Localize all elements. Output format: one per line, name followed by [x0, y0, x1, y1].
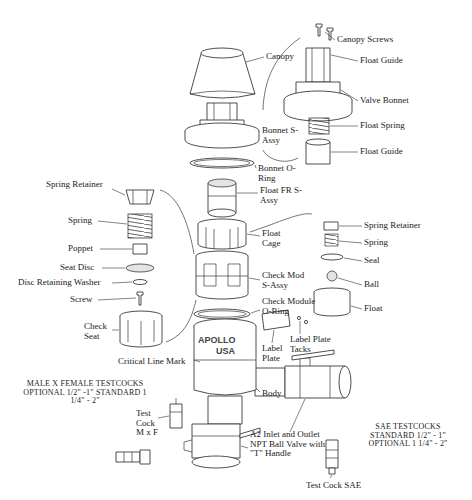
part-label: Critical Line Mark	[118, 357, 185, 367]
size-note: SAE TESTCOCKS STANDARD 1/2" - 1" OPTIONA…	[352, 423, 464, 449]
part-label: Screw	[70, 295, 93, 305]
part-label: Float Cage	[262, 229, 296, 248]
part-label: Body	[262, 389, 282, 399]
part-label: Canopy Screws	[337, 35, 393, 45]
part-label: Float FR S-Assy	[260, 186, 306, 205]
part-label: Float Guide	[360, 56, 403, 66]
part-label: Seat Disc	[60, 263, 94, 273]
part-label: Bonnet S-Assy	[262, 126, 302, 145]
bonnet-sub-assembly	[185, 103, 259, 148]
part-label: Canopy	[266, 52, 294, 62]
bonnet-o-ring	[190, 158, 254, 168]
part-label: Check Mod S-Assy	[262, 271, 312, 290]
valve-bonnet-detail	[284, 48, 352, 121]
float-spring	[309, 118, 329, 134]
part-label: Check Seat	[84, 322, 112, 341]
part-label: Float	[364, 304, 383, 314]
part-label: Float Spring	[360, 121, 405, 131]
test-cock-sae	[326, 440, 338, 474]
part-label: Spring Retainer	[46, 180, 103, 190]
part-label: Spring	[68, 216, 92, 226]
leader-lines	[98, 32, 362, 478]
part-label: Check Module O-Ring	[262, 297, 322, 316]
part-label: Test Cock SAE	[306, 481, 361, 491]
part-label: Test Cock M x F	[136, 409, 164, 438]
canopy-screws	[316, 24, 333, 40]
part-label: Disc Retaining Washer	[18, 278, 101, 288]
body-marking: APOLLO	[198, 336, 236, 346]
test-cock-m-x-f	[116, 398, 182, 464]
outlet-ball-valve	[285, 350, 351, 398]
float-cage	[198, 219, 246, 249]
part-label: Spring Retainer	[364, 221, 421, 231]
part-label: Seal	[364, 256, 380, 266]
body-marking: USA	[216, 347, 235, 357]
part-label: Label Plate	[262, 344, 292, 363]
canopy	[190, 48, 255, 98]
size-note: MALE X FEMALE TESTCOCKS OPTIONAL 1/2" -1…	[20, 380, 150, 406]
part-label: Float Guide	[360, 147, 403, 157]
float-guide	[306, 139, 330, 164]
check-detail	[120, 190, 162, 347]
part-label: Bonnet O-Ring	[258, 164, 304, 183]
check-module-o-ring	[194, 309, 250, 319]
check-module	[196, 251, 248, 299]
part-label: Spring	[364, 238, 388, 248]
part-label: Poppet	[68, 244, 93, 254]
float-fr-sub-assembly	[208, 179, 236, 217]
float-detail	[314, 222, 350, 316]
part-label: Ball	[364, 280, 379, 290]
inlet-ball-valve	[184, 424, 260, 468]
part-label: Valve Bonnet	[360, 96, 409, 106]
valve-body	[194, 319, 285, 424]
part-label: Label Plate Tacks	[290, 335, 342, 354]
part-label: A2 Inlet and Outlet NPT Ball Valve with …	[250, 430, 332, 459]
